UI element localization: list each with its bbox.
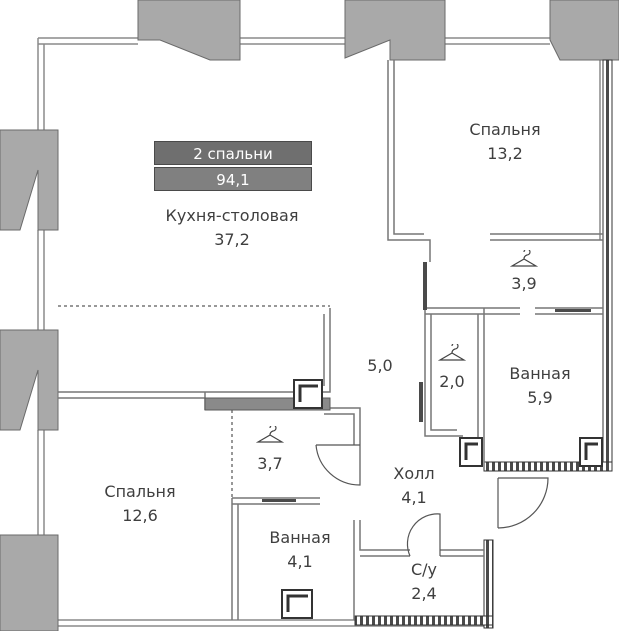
room-name: Спальня <box>104 482 176 501</box>
room-area: 2,4 <box>411 584 437 603</box>
room-bathroom-1: Ванная 5,9 <box>509 362 570 410</box>
room-name: Ванная <box>509 364 571 383</box>
room-area: 2,0 <box>439 372 465 391</box>
hanger-icon <box>510 250 538 267</box>
room-wardrobe-1: 3,9 <box>511 272 536 296</box>
hanger-icon <box>256 426 284 443</box>
room-bathroom-2: Ванная 4,1 <box>269 526 330 574</box>
room-area: 4,1 <box>287 552 313 571</box>
sliding-doors <box>262 262 591 502</box>
room-corridor: 5,0 <box>367 354 392 378</box>
room-bedroom-1: Спальня 13,2 <box>469 118 540 166</box>
room-area: 12,6 <box>122 506 158 525</box>
hatched-walls <box>354 59 613 629</box>
room-wardrobe-2: 2,0 <box>439 370 464 394</box>
room-area: 5,0 <box>367 356 393 375</box>
vent-shafts <box>281 379 603 619</box>
room-area: 3,9 <box>511 274 537 293</box>
bedrooms-badge: 2 спальни <box>154 141 312 165</box>
room-bedroom-2: Спальня 12,6 <box>104 480 175 528</box>
room-name: Спальня <box>469 120 541 139</box>
room-area: 13,2 <box>487 144 523 163</box>
room-name: Холл <box>393 464 435 483</box>
room-area: 4,1 <box>401 488 427 507</box>
room-wardrobe-3: 3,7 <box>257 452 282 476</box>
room-wc: С/у 2,4 <box>411 558 437 606</box>
room-area: 37,2 <box>214 230 250 249</box>
room-area: 3,7 <box>257 454 283 473</box>
hanger-icon <box>438 344 466 361</box>
room-area: 5,9 <box>527 388 553 407</box>
total-area-badge: 94,1 <box>154 167 312 191</box>
room-name: Ванная <box>269 528 331 547</box>
room-name: С/у <box>410 560 438 579</box>
room-hall: Холл 4,1 <box>393 462 434 510</box>
doors <box>315 444 549 557</box>
room-kitchen: Кухня-столовая 37,2 <box>166 204 299 252</box>
room-name: Кухня-столовая <box>165 206 299 225</box>
